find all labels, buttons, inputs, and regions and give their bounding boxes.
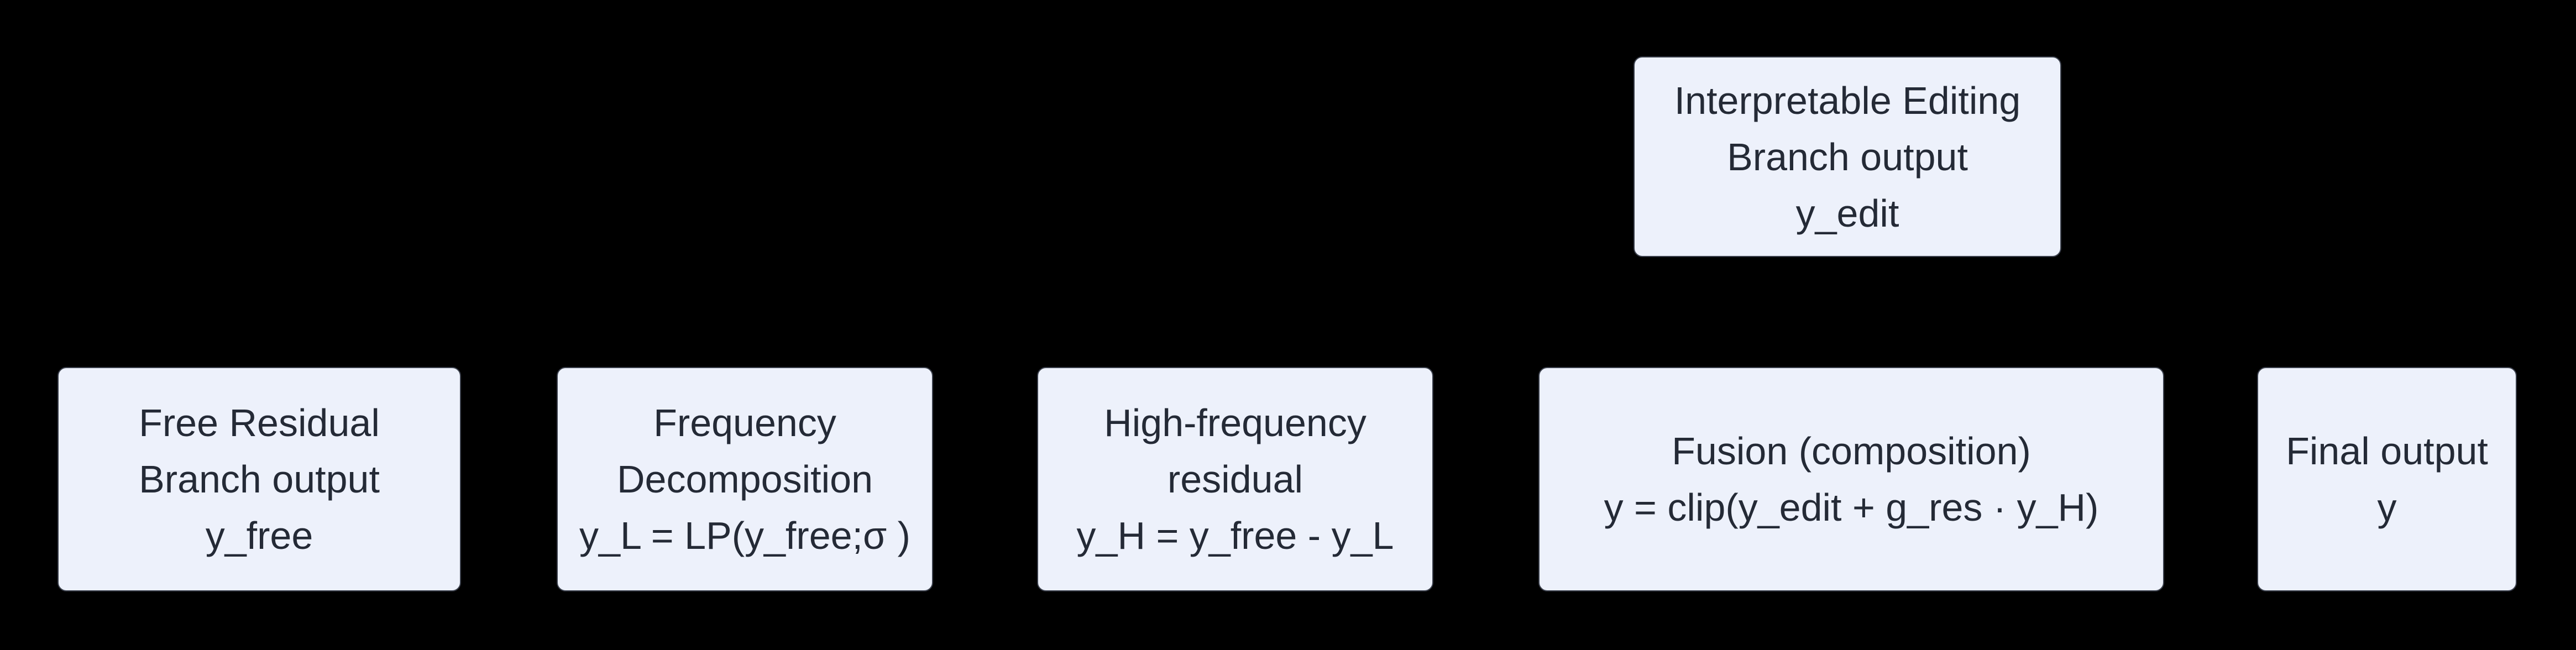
node-text-line: y_L = LP(y_free;σ ) — [579, 514, 910, 557]
node-final-output: Final output y — [2257, 367, 2517, 591]
node-text-line: Free Residual — [139, 401, 380, 444]
node-text-line: y — [2377, 486, 2397, 529]
node-text-line: Final output — [2286, 429, 2488, 473]
node-text-line: y_H = y_free - y_L — [1076, 514, 1394, 557]
node-interpretable-editing-branch-output: Interpretable Editing Branch output y_ed… — [1633, 56, 2061, 257]
node-text-line: Branch output — [139, 458, 380, 501]
node-text-line: y_edit — [1795, 191, 1899, 235]
node-text-line: Frequency — [653, 401, 836, 444]
node-fusion-composition: Fusion (composition) y = clip(y_edit + g… — [1538, 367, 2164, 591]
node-text-line: residual — [1167, 458, 1303, 501]
node-text-line: Fusion (composition) — [1672, 429, 2031, 473]
node-free-residual-branch-output: Free Residual Branch output y_free — [57, 367, 461, 591]
node-frequency-decomposition: Frequency Decomposition y_L = LP(y_free;… — [557, 367, 933, 591]
node-text-line: y_free — [205, 514, 313, 557]
node-text-line: y = clip(y_edit + g_res · y_H) — [1604, 486, 2099, 529]
node-high-frequency-residual: High-frequency residual y_H = y_free - y… — [1037, 367, 1433, 591]
node-text-line: Interpretable Editing — [1674, 78, 2021, 122]
node-text-line: High-frequency — [1104, 401, 1366, 444]
node-text-line: Decomposition — [617, 458, 873, 501]
node-text-line: Branch output — [1727, 135, 1968, 179]
